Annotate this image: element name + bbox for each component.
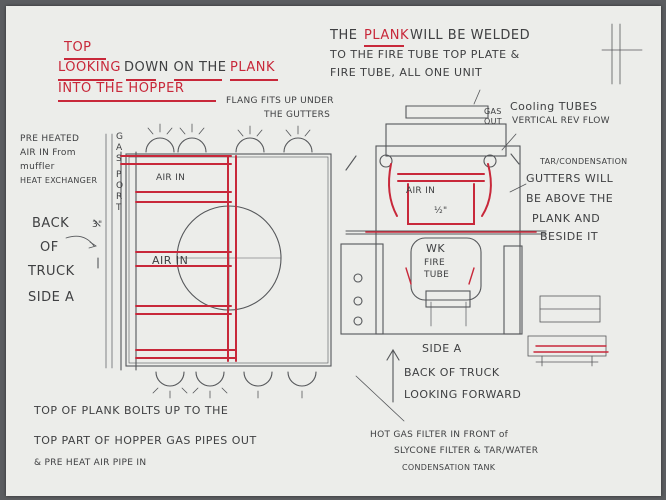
fire-tube-side-view	[340, 105, 547, 335]
gas-port-letter: O	[116, 181, 124, 191]
title-underlines	[58, 45, 404, 102]
preheated-note-line-2: AIR IN From	[20, 148, 76, 158]
bolts-note-line-2: TOP PART OF HOPPER GAS PIPES OUT	[34, 434, 257, 447]
preheated-note-line-4: HEAT EXCHANGER	[20, 176, 98, 185]
gas-port-letter: G	[116, 132, 124, 142]
filter-note-line-2: SLYCONE FILTER & TAR/WATER	[394, 446, 539, 456]
gutters-note-line-5: BESIDE IT	[540, 230, 599, 243]
half-inch-dimension: ½"	[434, 206, 448, 216]
title-line-1: TOP	[64, 40, 92, 55]
filter-note-line-3: CONDENSATION TANK	[402, 463, 496, 472]
title-line-2c: PLANK	[230, 60, 276, 75]
flange-note-line-2: THE GUTTERS	[264, 110, 331, 120]
title-line-3: INTO THE HOPPER	[58, 81, 185, 96]
gutters-note-line-1: TAR/CONDENSATION	[540, 157, 628, 166]
gas-port-letter: S	[116, 154, 123, 164]
wk-label: WK	[426, 242, 446, 255]
title-line-2a: LOOKING	[58, 60, 121, 75]
cooling-note-line-2: VERTICAL REV FLOW	[512, 116, 610, 126]
weld-note-line-1a: THE	[330, 28, 358, 43]
gutters-note-line-3: BE ABOVE THE	[526, 192, 614, 205]
truck-label: TRUCK	[28, 264, 75, 279]
back-label: BACK	[32, 216, 70, 231]
fire-label: FIRE	[424, 258, 445, 268]
back-of-truck-forward-line-1: BACK OF TRUCK	[404, 366, 500, 379]
preheated-note-line-1: PRE HEATED	[20, 134, 80, 144]
air-in-fire-tube-label: AIR IN	[406, 186, 436, 196]
side-a-label-right: SIDE A	[422, 342, 462, 355]
back-of-truck-forward-line-2: LOOKING FORWARD	[404, 388, 522, 401]
gas-out-label-2: OUT	[484, 117, 502, 126]
dimension-3in: 3"	[92, 220, 103, 230]
gas-out-label-1: GAS	[484, 107, 502, 116]
gas-port-letter: P	[116, 170, 122, 180]
bottom-gutter-scallops	[152, 371, 317, 399]
view-arrow	[355, 348, 405, 422]
weld-note-line-1b: PLANK	[364, 28, 410, 43]
gas-port-letter: A	[116, 143, 123, 153]
bolts-note-line-1: TOP OF PLANK BOLTS UP TO THE	[34, 404, 229, 417]
flange-note-line-1: FLANG FITS UP UNDER	[226, 96, 334, 106]
gutters-note-line-2: GUTTERS WILL	[526, 172, 614, 185]
red-pipe-lines	[120, 155, 609, 362]
gutters-note-line-4: PLANK AND	[532, 212, 601, 225]
title-line-2b: DOWN ON THE	[124, 60, 227, 75]
air-pipe-column	[65, 133, 137, 371]
drawing-sheet: TOP LOOKING DOWN ON THE PLANK INTO THE H…	[6, 6, 661, 496]
weld-note-line-1c: WILL BE WELDED	[410, 28, 531, 43]
cooling-note-line-1: Cooling TUBES	[510, 100, 598, 113]
small-detail-sketches	[473, 23, 643, 367]
sketch-drawing	[58, 23, 643, 422]
weld-note-line-3: FIRE TUBE, ALL ONE UNIT	[330, 66, 483, 79]
tube-label: TUBE	[424, 270, 450, 280]
side-a-label-left: SIDE A	[28, 290, 75, 305]
weld-note-line-2: TO THE FIRE TUBE TOP PLATE &	[330, 48, 520, 61]
gas-port-letter: T	[116, 203, 122, 213]
of-label: OF	[40, 240, 59, 255]
preheated-note-line-3: muffler	[20, 162, 55, 172]
gas-port-letter: R	[116, 192, 123, 202]
top-gutter-scallops	[145, 123, 313, 153]
bolts-note-line-3: & PRE HEAT AIR PIPE IN	[34, 458, 147, 468]
filter-note-line-1: HOT GAS FILTER IN FRONT of	[370, 430, 509, 440]
air-in-lower-label: AIR IN	[152, 254, 189, 267]
air-in-top-label: AIR IN	[156, 173, 186, 183]
